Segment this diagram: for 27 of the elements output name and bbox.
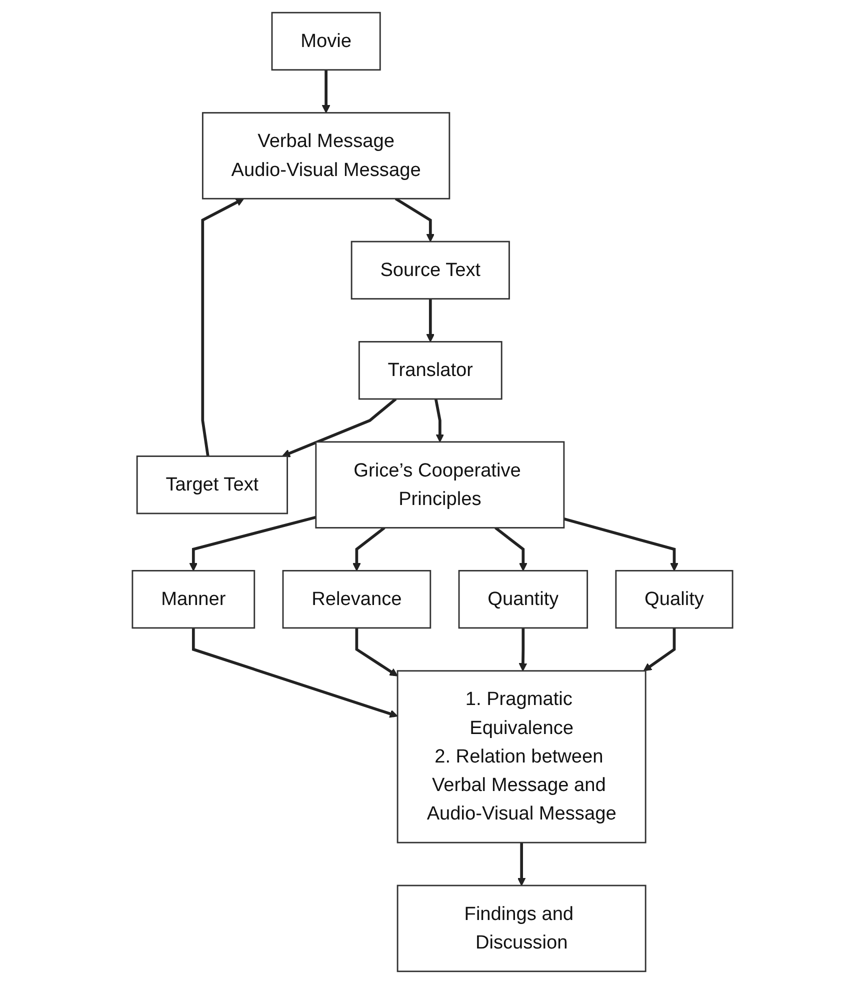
arrow (434, 398, 444, 442)
node-box: Quantity (458, 570, 588, 629)
node-box: 1. Pragmatic Equivalence 2. Relation between Verbal Message and Audio-Visual Message (396, 670, 646, 844)
arrow (564, 518, 678, 572)
arrow (282, 398, 397, 458)
node-box: Movie (271, 12, 381, 71)
node-box: Source Text (350, 240, 510, 300)
node-box: Quality (615, 570, 734, 629)
arrow (192, 628, 398, 718)
arrow (201, 198, 244, 456)
node-box: Relevance (282, 570, 432, 629)
arrow (189, 516, 316, 572)
node-box: Findings and Discussion (396, 884, 646, 972)
arrow (518, 628, 528, 672)
arrow (394, 197, 435, 242)
arrow (322, 70, 330, 114)
arrow (494, 526, 528, 572)
arrow (643, 628, 676, 672)
arrow (426, 298, 435, 342)
node-box: Target Text (136, 456, 288, 514)
node-box: Verbal Message Audio-Visual Message (202, 112, 450, 200)
arrow (355, 628, 398, 676)
node-box: Translator (358, 341, 502, 400)
node-box: Grice’s Cooperative Principles (315, 441, 565, 528)
arrow (352, 526, 386, 572)
node-box: Manner (132, 570, 256, 629)
arrow (517, 842, 526, 886)
